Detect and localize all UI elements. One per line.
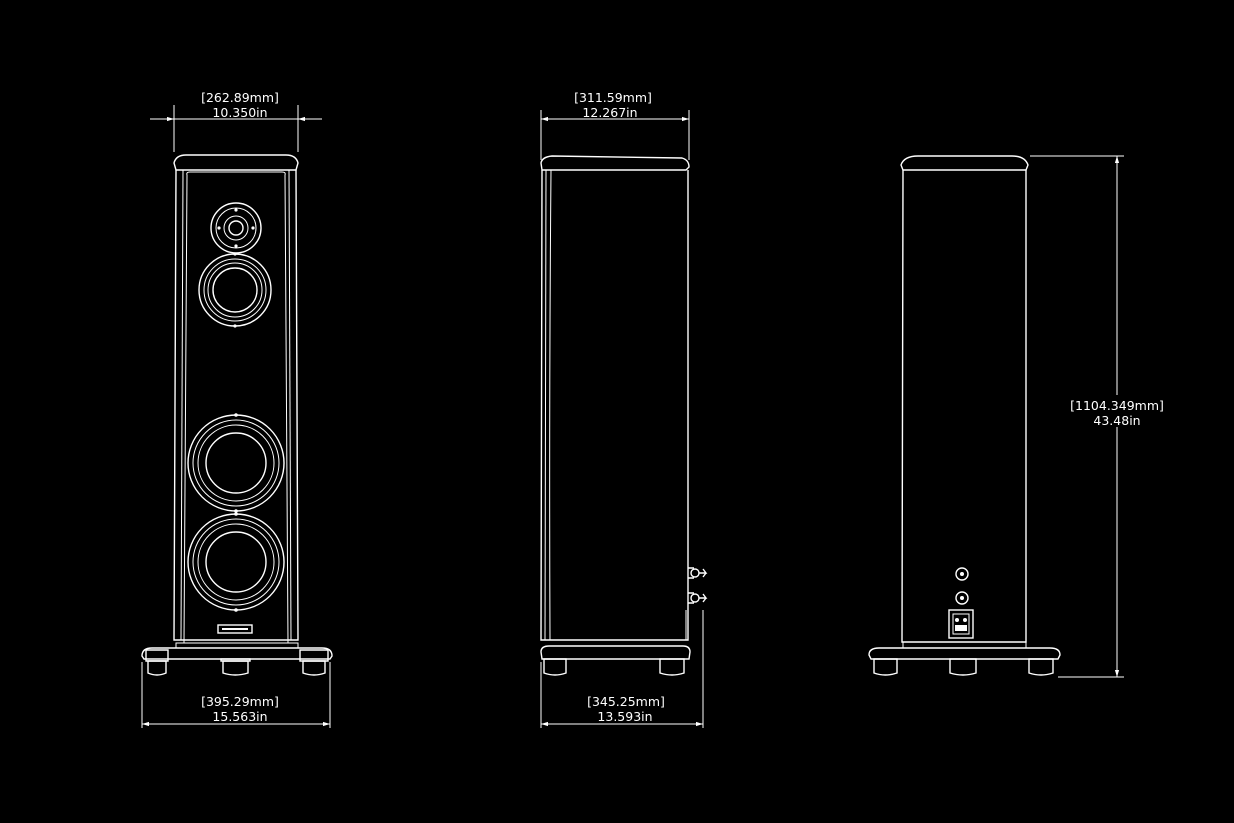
rear-binding-posts (955, 567, 969, 605)
rear-plinth (868, 641, 1061, 676)
side-top-depth-in: 12.267in (582, 105, 637, 120)
front-base-width-mm: [395.29mm] (201, 694, 279, 709)
rear-height-dimension: [1104.349mm] 43.48in (1030, 155, 1164, 678)
woofer-lower (187, 512, 285, 612)
side-top-depth-mm: [311.59mm] (574, 90, 652, 105)
logo-plate (217, 624, 253, 634)
front-base-width-in: 15.563in (212, 709, 267, 724)
rear-height-in: 43.48in (1093, 413, 1140, 428)
side-base-depth-in: 13.593in (597, 709, 652, 724)
side-base-depth-mm: [345.25mm] (587, 694, 665, 709)
rear-badge-plate (948, 609, 974, 639)
front-plinth (141, 642, 333, 676)
side-view (540, 155, 708, 676)
side-terminals (685, 567, 708, 640)
rear-view (868, 155, 1061, 676)
side-base-dimension: [345.25mm] 13.593in (540, 610, 704, 728)
front-top-width-mm: [262.89mm] (201, 90, 279, 105)
midrange-driver (198, 252, 272, 328)
front-top-dimension: [262.89mm] 10.350in (150, 90, 322, 152)
rear-height-mm: [1104.349mm] (1070, 398, 1164, 413)
front-view (141, 154, 333, 676)
front-base-dimension: [395.29mm] 15.563in (141, 662, 331, 728)
side-top-dimension: [311.59mm] 12.267in (540, 90, 690, 160)
woofer-upper (187, 413, 285, 513)
side-plinth (540, 645, 691, 676)
tweeter-driver (210, 202, 262, 254)
front-top-width-in: 10.350in (212, 105, 267, 120)
